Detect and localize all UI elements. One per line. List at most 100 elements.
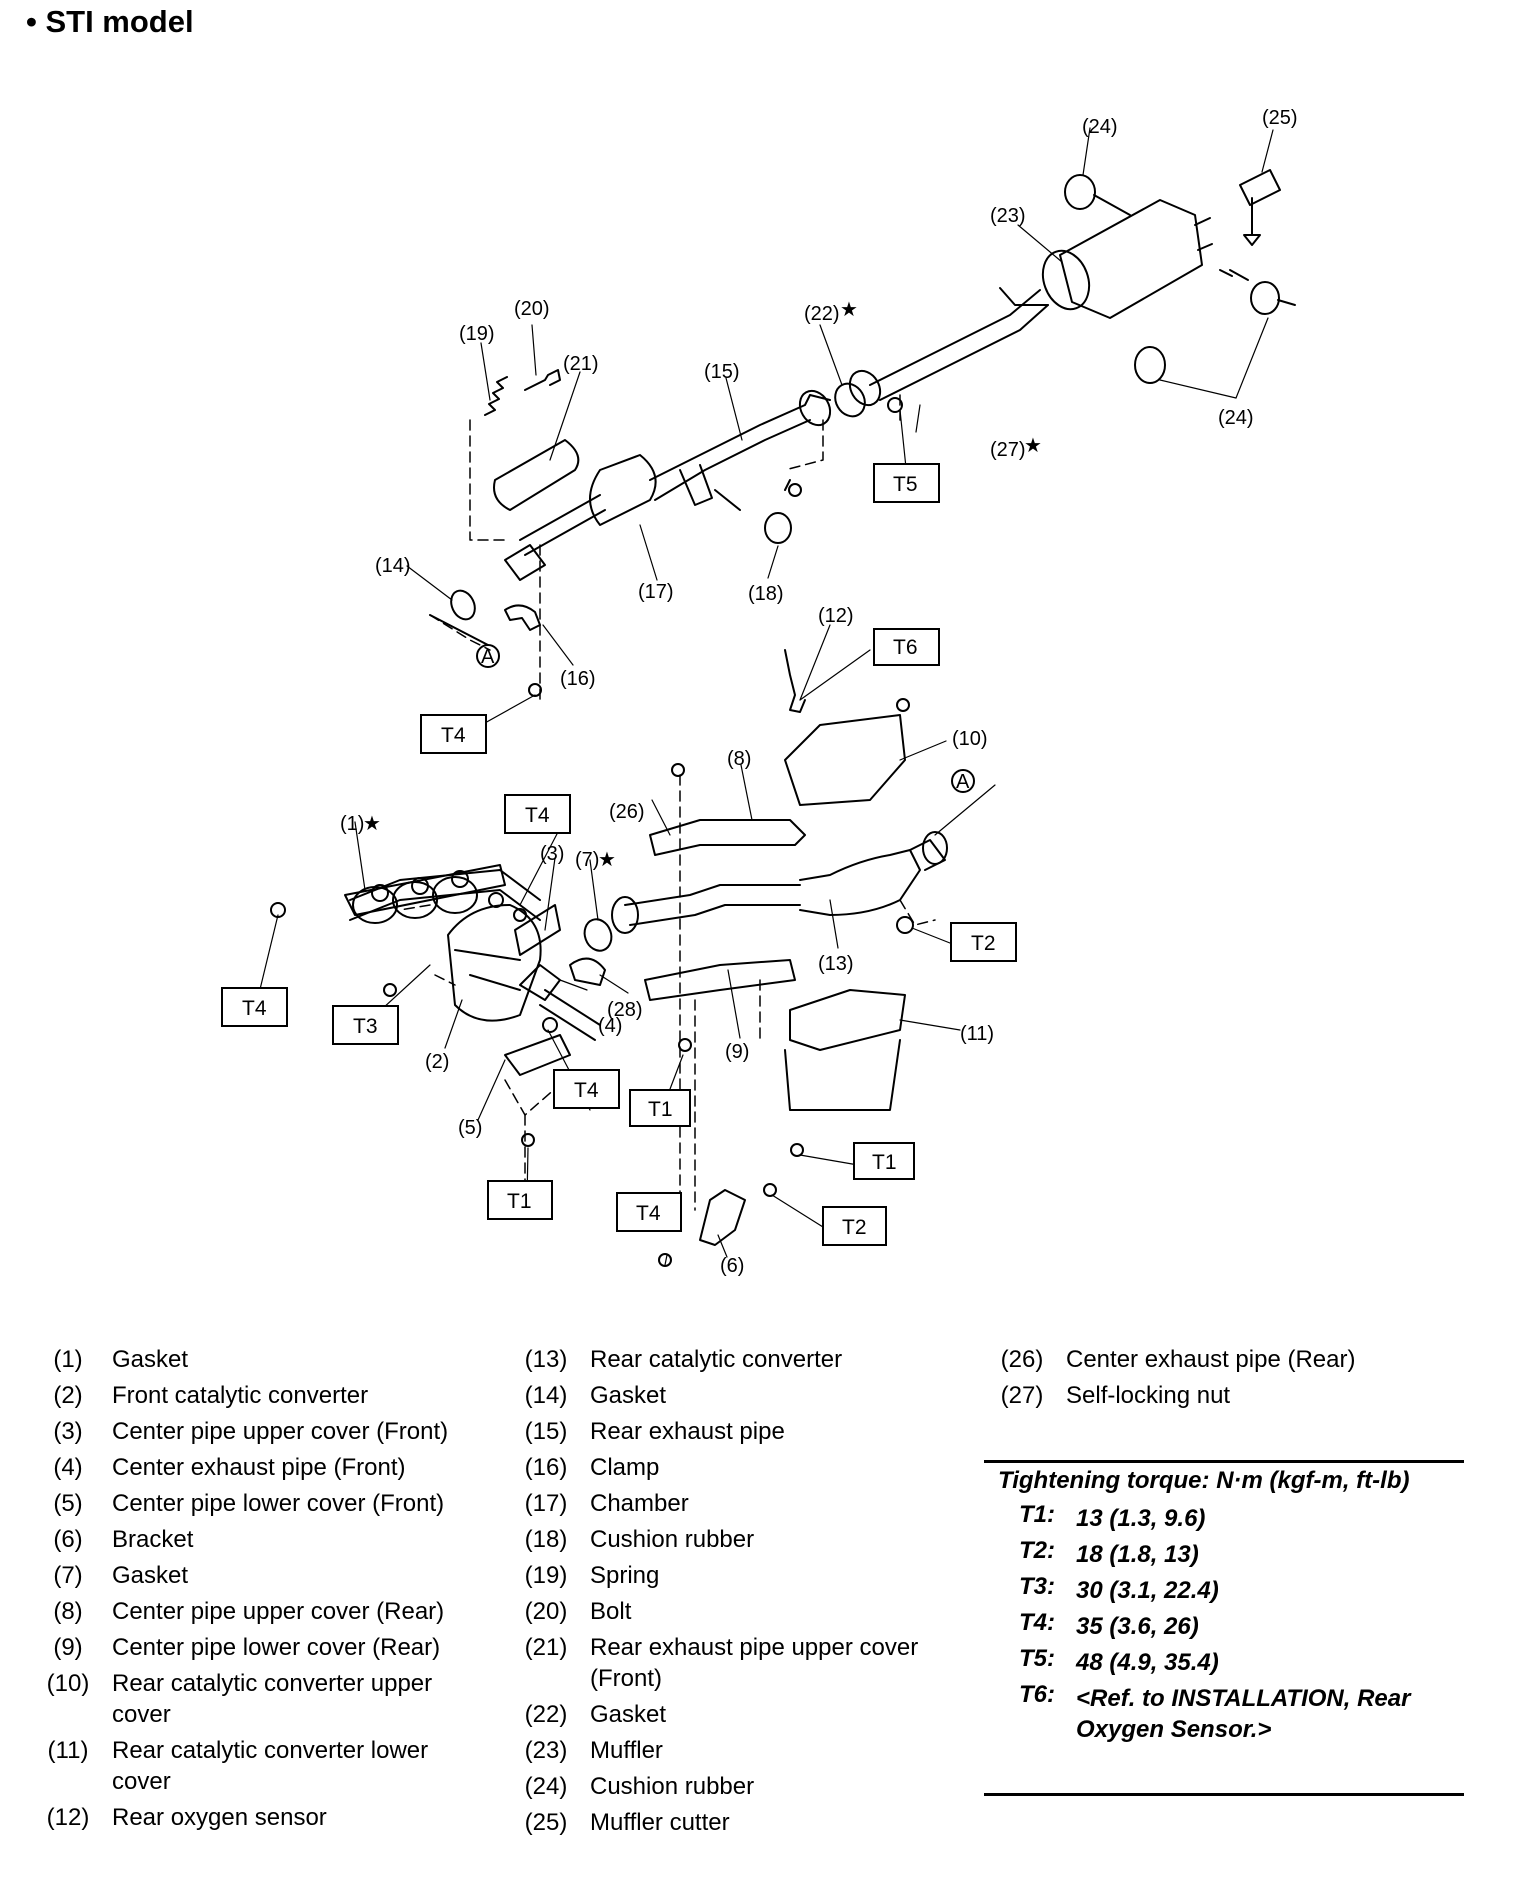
callout-4: (4) — [598, 1015, 622, 1037]
callout-1: (1) — [340, 813, 364, 835]
bracket-shape — [699, 1189, 746, 1246]
star-27: ★ — [1024, 435, 1042, 457]
tag-t1-left: T1 — [487, 1180, 553, 1220]
gasket-7-shape — [583, 918, 613, 952]
callout-25: (25) — [1262, 107, 1298, 129]
tag-t4-bottom: T4 — [616, 1192, 682, 1232]
torque-row: T5:48 (4.9, 35.4) — [1019, 1645, 1219, 1676]
tag-t4-upper: T4 — [420, 714, 487, 754]
part-28-shape — [569, 957, 606, 986]
center-pipe-lower-cover-front-shape — [504, 1034, 571, 1076]
callout-labels: (1) ★ (2) (3) (4) (5) (6) (7) ★ (8) (9) … — [340, 107, 1298, 1277]
tag-t3: T3 — [332, 1005, 399, 1045]
fastener-symbols — [270, 397, 914, 1267]
callout-27: (27) — [990, 439, 1026, 461]
svg-text:T5: T5 — [893, 473, 918, 496]
ref-a-circle-lower — [951, 769, 975, 793]
bolt-20-shape — [524, 369, 561, 391]
callout-22: (22) — [804, 303, 840, 325]
tag-t2-right: T2 — [950, 922, 1017, 962]
ref-a-label-upper: A — [481, 646, 495, 668]
front-flange-shape — [504, 544, 546, 581]
callout-12: (12) — [818, 605, 854, 627]
muffler-cutter-shape — [1219, 169, 1281, 281]
svg-text:T4: T4 — [525, 804, 550, 827]
callout-6: (6) — [720, 1255, 744, 1277]
tag-t4-mid: T4 — [504, 794, 571, 834]
svg-text:T6: T6 — [893, 636, 918, 659]
callout-9: (9) — [725, 1041, 749, 1063]
torque-row: T4:35 (3.6, 26) — [1019, 1609, 1199, 1640]
callout-17: (17) — [638, 581, 674, 603]
muffler-shape — [1041, 199, 1213, 319]
tag-t1-right: T1 — [853, 1142, 915, 1180]
center-exhaust-pipe-front-shape — [519, 964, 601, 1041]
cushion-rubber-18-shape — [764, 512, 792, 544]
star-22: ★ — [840, 299, 858, 321]
center-pipe-lower-cover-rear-shape — [644, 959, 796, 1001]
exhaust-exploded-diagram: (1) ★ (2) (3) (4) (5) (6) (7) ★ (8) (9) … — [221, 107, 1298, 1277]
gasket-14-shape — [450, 589, 476, 621]
torque-row: T3:30 (3.1, 22.4) — [1019, 1573, 1219, 1604]
callout-7: (7) — [575, 849, 599, 871]
callout-11: (11) — [960, 1023, 994, 1045]
spring-shape — [484, 376, 508, 416]
callout-20: (20) — [514, 298, 550, 320]
svg-text:T1: T1 — [507, 1190, 532, 1213]
cushion-rubber-24-right — [1250, 281, 1296, 315]
callout-10: (10) — [952, 728, 988, 750]
ref-a-label-lower: A — [956, 771, 970, 793]
tag-t4-lower: T4 — [553, 1069, 620, 1109]
callout-28: (28) — [607, 999, 643, 1021]
torque-row: T6:<Ref. to INSTALLATION, Rear Oxygen Se… — [1019, 1681, 1411, 1743]
callout-18: (18) — [748, 583, 784, 605]
svg-text:T2: T2 — [842, 1216, 867, 1239]
cushion-rubber-24-top — [1064, 174, 1131, 216]
tag-t2-bottom: T2 — [822, 1206, 887, 1246]
callout-5: (5) — [458, 1117, 482, 1139]
callout-16: (16) — [560, 668, 596, 690]
tightening-torque-table: Tightening torque: N·m (kgf-m, ft-lb) T1… — [984, 1460, 1464, 1796]
clamp-shape — [504, 604, 541, 631]
star-7: ★ — [598, 849, 616, 871]
callout-8: (8) — [727, 748, 751, 770]
svg-text:T4: T4 — [636, 1202, 661, 1225]
callout-15: (15) — [704, 361, 740, 383]
svg-text:T3: T3 — [353, 1015, 378, 1038]
torque-row: T1:13 (1.3, 9.6) — [1019, 1501, 1206, 1532]
svg-text:T1: T1 — [872, 1151, 897, 1174]
cushion-rubber-24-bottom — [1134, 346, 1166, 384]
svg-text:T4: T4 — [242, 997, 267, 1020]
page-title: • STI model — [26, 4, 194, 39]
tag-t5: T5 — [873, 463, 940, 503]
rear-catalytic-converter-shape — [799, 831, 948, 916]
callout-2: (2) — [425, 1051, 449, 1073]
callout-13: (13) — [818, 953, 854, 975]
callout-26: (26) — [609, 801, 645, 823]
rear-exhaust-pipe-upper-cover-shape — [493, 439, 580, 511]
chamber-shape — [519, 389, 832, 556]
center-pipe-upper-cover-front-shape — [514, 904, 561, 956]
callout-19: (19) — [459, 323, 495, 345]
rear-cat-upper-cover-shape — [784, 714, 906, 806]
svg-text:T4: T4 — [574, 1079, 599, 1102]
rear-cat-lower-cover-shape — [784, 989, 906, 1111]
callout-24-top: (24) — [1082, 116, 1118, 138]
center-pipe-upper-cover-rear-shape — [649, 819, 806, 856]
gasket-1-shape — [344, 864, 506, 916]
tag-t1-center: T1 — [629, 1089, 691, 1127]
torque-tags: T4 T6 T5 T4 T4 T3 T4 T2 T1 T1 T1 T4 T2 — [221, 463, 1017, 1246]
svg-text:T4: T4 — [441, 724, 466, 747]
gasket-22-shape — [834, 382, 866, 418]
tag-t6: T6 — [873, 628, 940, 666]
torque-heading: Tightening torque: N·m (kgf-m, ft-lb) — [998, 1467, 1410, 1494]
callout-23: (23) — [990, 205, 1026, 227]
front-catalytic-converter-shape — [349, 869, 542, 1022]
svg-text:T2: T2 — [971, 932, 996, 955]
torque-row: T2:18 (1.8, 13) — [1019, 1537, 1199, 1568]
rear-oxygen-sensor-shape — [784, 649, 806, 713]
callout-24-bottom: (24) — [1218, 407, 1254, 429]
center-exhaust-pipe-rear-shape — [611, 884, 801, 934]
rear-exhaust-pipe-shape — [848, 287, 1049, 407]
svg-text:T1: T1 — [648, 1098, 673, 1121]
